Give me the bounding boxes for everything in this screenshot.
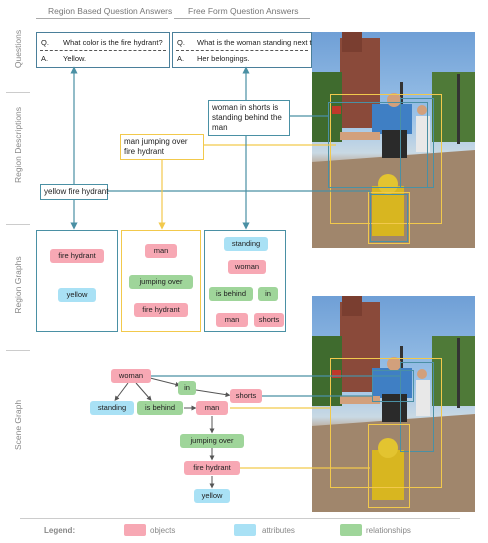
free-question: What is the woman standing next to? (197, 38, 320, 47)
sg-standing: standing (90, 401, 134, 415)
rg1-yellow: yellow (58, 288, 96, 302)
desc-hydrant: yellow fire hydrant (40, 184, 108, 200)
section-sep-3 (6, 350, 30, 351)
rg3-standing: standing (224, 237, 268, 251)
free-a-prefix: A. (177, 54, 185, 63)
section-sep-2 (6, 224, 30, 225)
sg-is-behind: is behind (137, 401, 183, 415)
bottom-photo (312, 296, 475, 512)
bottom-box-woman (400, 362, 434, 452)
photo-box-woman-outer (328, 102, 428, 188)
legend-attributes-swatch (234, 524, 256, 536)
legend-relationships-label: relationships (366, 526, 411, 535)
desc-man-text: man jumping over fire hydrant (124, 137, 188, 156)
side-label-questions: Questions (13, 29, 23, 69)
region-answer: Yellow. (63, 54, 87, 63)
sg-fire-hydrant: fire hydrant (184, 461, 240, 475)
region-a-prefix: A. (41, 54, 49, 63)
section-sep-1 (6, 92, 30, 93)
free-qa-separator (176, 50, 308, 51)
top-photo (312, 32, 475, 248)
rg3-in: in (258, 287, 278, 301)
bottom-box-man (330, 358, 442, 488)
region-question: What color is the fire hydrant? (63, 38, 163, 47)
sg-woman: woman (111, 369, 151, 383)
free-q-prefix: Q. (177, 38, 185, 47)
sg-yellow: yellow (194, 489, 230, 503)
header-free-qa: Free Form Question Answers (188, 6, 299, 16)
rg1-fire-hydrant: fire hydrant (50, 249, 104, 263)
sg-man: man (196, 401, 228, 415)
rg3-woman: woman (228, 260, 266, 274)
legend-relationships-swatch (340, 524, 362, 536)
bottom-box-hydrant (368, 424, 410, 508)
header-region-qa: Region Based Question Answers (48, 6, 173, 16)
legend-title: Legend: (44, 526, 76, 535)
legend-objects-label: objects (150, 526, 176, 535)
side-label-region-descriptions: Region Descriptions (13, 106, 23, 184)
header-divider-left (36, 18, 168, 19)
legend-attributes-label: attributes (262, 526, 295, 535)
region-qa-separator (40, 50, 166, 51)
rg2-man: man (145, 244, 177, 258)
rg3-shorts: shorts (254, 313, 284, 327)
sg-shorts: shorts (230, 389, 262, 403)
legend-divider (20, 518, 460, 519)
rg2-jumping-over: jumping over (129, 275, 193, 289)
desc-woman: woman in shorts is standing behind the m… (208, 100, 290, 136)
desc-hydrant-text: yellow fire hydrant (44, 187, 109, 196)
rg3-man: man (216, 313, 248, 327)
photo-box-hydrant-blue (370, 194, 408, 242)
desc-man: man jumping over fire hydrant (120, 134, 204, 160)
bottom-box-shorts (372, 370, 414, 402)
header-divider-right (174, 18, 310, 19)
legend-objects-swatch (124, 524, 146, 536)
sg-jumping-over: jumping over (180, 434, 244, 448)
sg-in: in (178, 381, 196, 395)
side-label-region-graphs: Region Graphs (13, 256, 23, 314)
free-qa-box: Q. What is the woman standing next to? A… (172, 32, 320, 68)
region-qa-box: Q. What color is the fire hydrant? A. Ye… (36, 32, 170, 68)
region-graph-1 (36, 230, 118, 332)
photo-box-hydrant (368, 192, 410, 244)
rg2-fire-hydrant: fire hydrant (134, 303, 188, 317)
side-label-scene-graph: Scene Graph (13, 399, 23, 451)
rg3-is-behind: is behind (209, 287, 253, 301)
photo-box-man (330, 94, 442, 224)
desc-woman-text: woman in shorts is standing behind the m… (212, 103, 282, 132)
region-q-prefix: Q. (41, 38, 49, 47)
free-answer: Her belongings. (197, 54, 250, 63)
